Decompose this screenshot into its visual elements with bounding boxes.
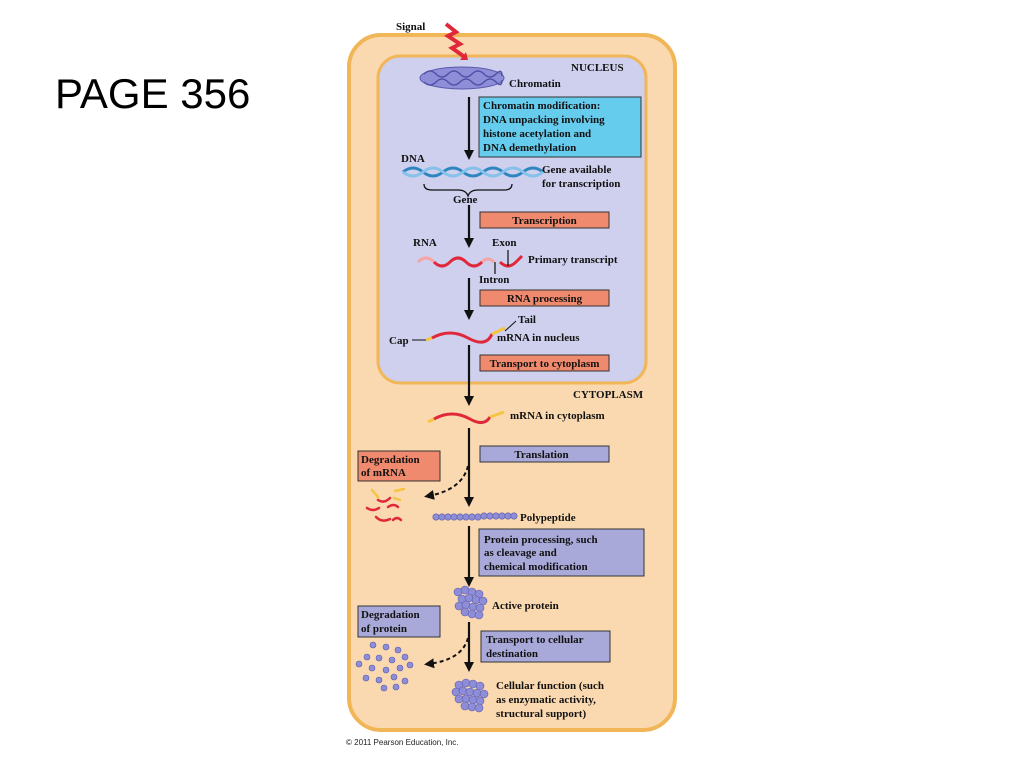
protein-processing-line2: as cleavage and <box>484 547 557 559</box>
mrna-nucleus-icon <box>425 326 506 344</box>
translation-text: Translation <box>514 449 568 461</box>
intron-label: Intron <box>479 274 509 286</box>
cellular-function-line2: as enzymatic activity, <box>496 694 596 706</box>
chromatin-mod-line4: DNA demethylation <box>483 142 576 154</box>
protein-processing-line1: Protein processing, such <box>484 534 598 546</box>
mrna-fragments-icon <box>365 487 406 522</box>
chromatin-mod-line1: Chromatin modification: <box>483 100 600 112</box>
rna-label: RNA <box>413 237 437 249</box>
protein-fragments-icon <box>355 641 414 692</box>
tail-label: Tail <box>518 314 536 326</box>
chromatin-modification-box: Chromatin modification: DNA unpacking in… <box>478 96 642 158</box>
mrna-cytoplasm-label: mRNA in cytoplasm <box>510 410 605 422</box>
cellular-function-line3: structural support) <box>496 708 586 720</box>
chromatin-label: Chromatin <box>509 78 561 90</box>
nucleus-label: NUCLEUS <box>571 62 624 74</box>
translation-box: Translation <box>479 445 610 463</box>
mrna-cytoplasm-icon <box>427 410 505 424</box>
rna-processing-box: RNA processing <box>479 289 610 307</box>
degradation-mrna-arrow <box>424 465 469 500</box>
dna-helix-icon <box>402 166 544 178</box>
exon-label: Exon <box>492 237 516 249</box>
rna-processing-text: RNA processing <box>507 293 583 305</box>
degradation-mrna-line1: Degradation <box>361 454 420 466</box>
transport-cytoplasm-box: Transport to cytoplasm <box>479 354 610 372</box>
cytoplasm-label: CYTOPLASM <box>573 389 644 401</box>
gene-brace <box>423 183 513 199</box>
degradation-protein-line1: Degradation <box>361 609 420 621</box>
transport-cytoplasm-text: Transport to cytoplasm <box>490 358 600 370</box>
transport-cellular-box: Transport to cellular destination <box>480 630 611 663</box>
signal-label: Signal <box>396 21 425 33</box>
tail-pointer <box>504 320 517 332</box>
transport-cellular-line1: Transport to cellular <box>486 634 584 646</box>
active-protein-icon <box>453 585 488 620</box>
chromatin-icon <box>419 66 505 90</box>
mrna-nucleus-label: mRNA in nucleus <box>497 332 580 344</box>
protein-processing-line3: chemical modification <box>484 561 588 573</box>
polypeptide-label: Polypeptide <box>520 512 576 524</box>
cellular-function-line1: Cellular function (such <box>496 680 604 692</box>
transcription-box: Transcription <box>479 211 610 229</box>
gene-available-label: Gene available <box>542 164 611 176</box>
transcription-text: Transcription <box>512 215 577 227</box>
degradation-protein-arrow <box>424 637 469 669</box>
copyright-notice: © 2011 Pearson Education, Inc. <box>346 738 459 747</box>
degradation-mrna-line2: of mRNA <box>361 467 406 479</box>
chromatin-mod-line2: DNA unpacking involving <box>483 114 605 126</box>
primary-transcript-label: Primary transcript <box>528 254 618 266</box>
primary-transcript-icon <box>416 254 524 268</box>
chromatin-mod-line3: histone acetylation and <box>483 128 591 140</box>
signal-bolt-icon <box>444 22 468 60</box>
active-protein-label: Active protein <box>492 600 559 612</box>
degradation-protein-line2: of protein <box>361 623 407 635</box>
degradation-protein-box: Degradation of protein <box>357 605 441 638</box>
page-title: PAGE 356 <box>55 70 251 117</box>
polypeptide-icon <box>432 512 518 521</box>
gene-label: Gene <box>453 194 478 206</box>
transport-cellular-line2: destination <box>486 648 538 660</box>
functional-protein-icon <box>451 678 489 713</box>
dna-label: DNA <box>401 153 425 165</box>
cap-label: Cap <box>389 335 409 347</box>
for-transcription-label: for transcription <box>542 178 620 190</box>
degradation-mrna-box: Degradation of mRNA <box>357 450 441 482</box>
protein-processing-box: Protein processing, such as cleavage and… <box>478 528 645 577</box>
